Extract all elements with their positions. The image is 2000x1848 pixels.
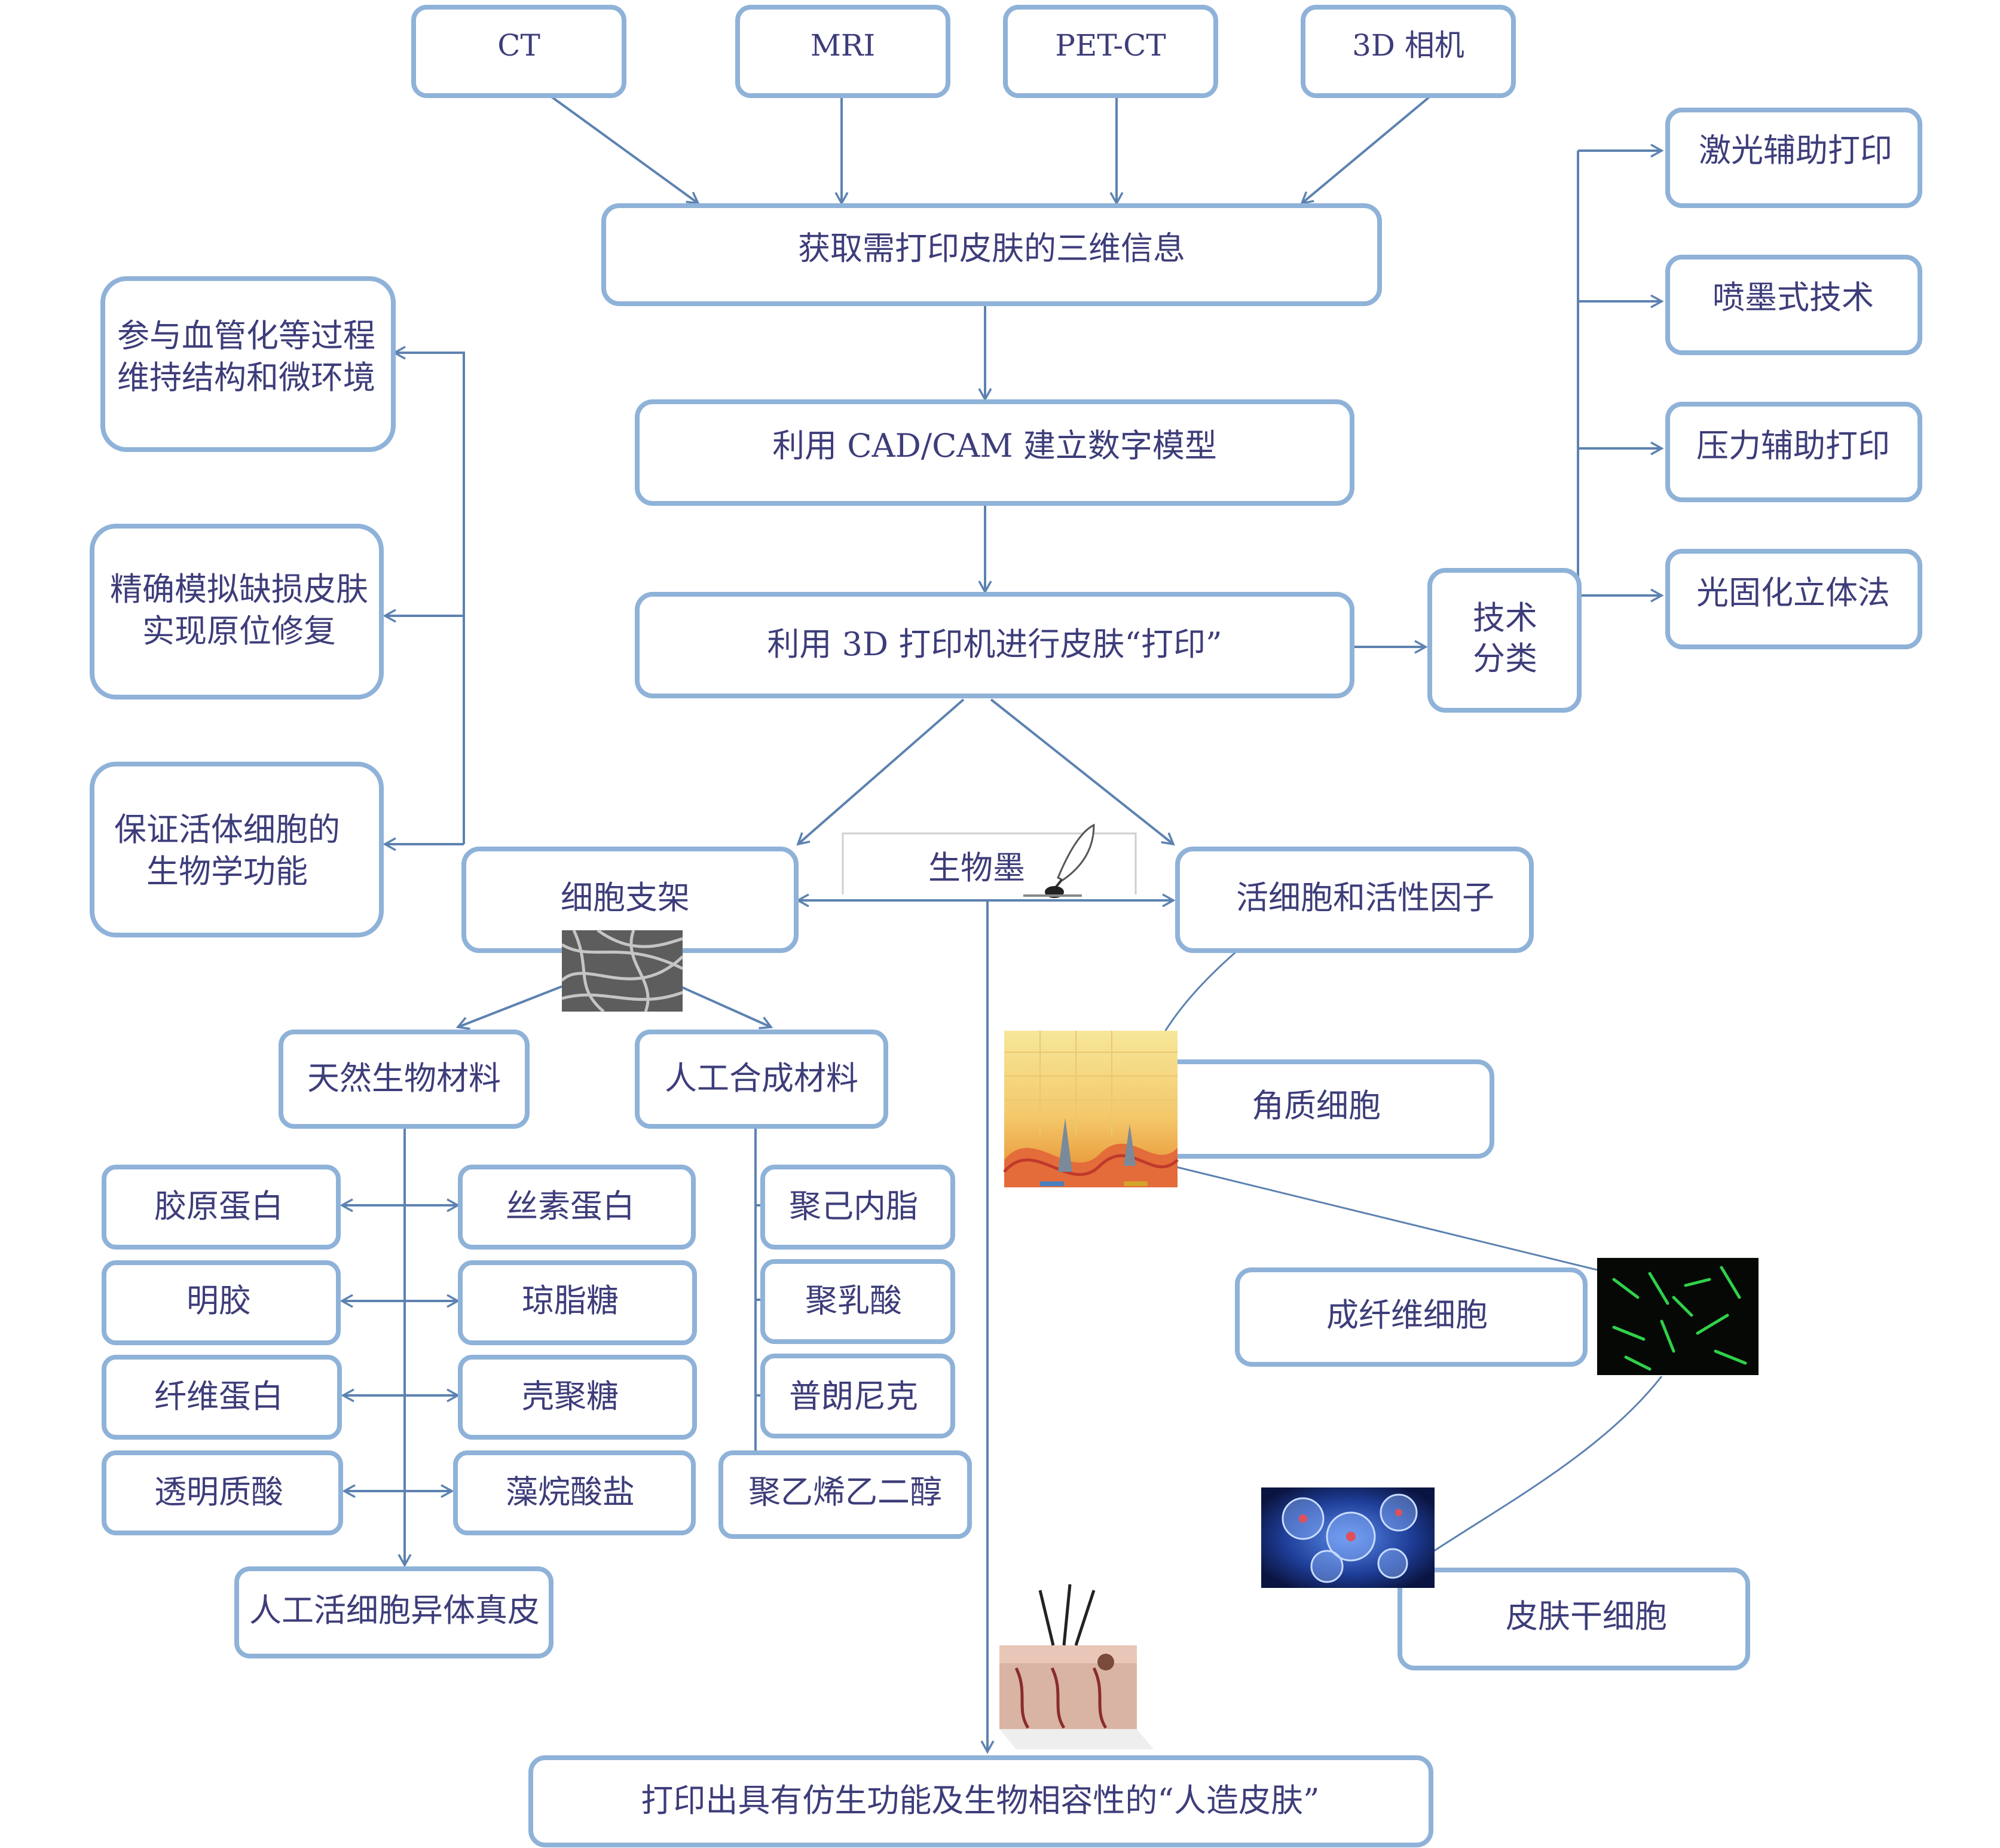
box-camera <box>1301 5 1516 98</box>
label-cells: 活细胞和活性因子 <box>1236 879 1494 917</box>
box-function-1 <box>100 276 396 452</box>
label-cad: 利用 CAD/CAM 建立数字模型 <box>772 427 1217 465</box>
label-camera: 3D 相机 <box>1352 28 1464 63</box>
label-natural-left-2: 明胶 <box>186 1282 251 1319</box>
box-acquire <box>601 203 1382 306</box>
box-natural-left-1 <box>102 1165 341 1250</box>
box-mri <box>735 5 950 98</box>
label-function-1b: 维持结构和微环境 <box>117 359 375 396</box>
label-tech-item-1: 激光辅助打印 <box>1699 132 1892 169</box>
label-scaffold: 细胞支架 <box>561 879 690 917</box>
box-stem-cell <box>1397 1568 1750 1670</box>
box-tech <box>1427 568 1582 713</box>
arrow-ct <box>549 94 700 205</box>
box-tech-1 <box>1665 108 1922 208</box>
box-natural-right-1 <box>458 1165 696 1250</box>
label-natural: 天然生物材料 <box>307 1059 501 1097</box>
fibroblast-fluorescence-image <box>1597 1258 1759 1375</box>
label-natural-right-2: 琼脂糖 <box>522 1282 619 1319</box>
label-natural-left-3: 纤维蛋白 <box>154 1377 283 1415</box>
label-final: 打印出具有仿生功能及生物相容性的“人造皮肤” <box>641 1782 1319 1819</box>
skin-layers-image <box>1003 1031 1179 1187</box>
label-synthetic-1: 聚己内脂 <box>789 1187 918 1225</box>
box-dermis <box>234 1566 553 1658</box>
label-synthetic-2: 聚乳酸 <box>805 1282 902 1319</box>
bioink-frame <box>842 832 1137 894</box>
arrow-scaffold-natural <box>455 985 562 1030</box>
box-print <box>635 592 1354 698</box>
label-mri: MRI <box>811 28 876 63</box>
box-function-2 <box>90 524 384 700</box>
arrow-print-cells <box>990 698 1175 846</box>
label-natural-left-1: 胶原蛋白 <box>154 1187 283 1225</box>
box-tech-4 <box>1665 549 1922 649</box>
box-petct <box>1003 5 1218 98</box>
label-synthetic-3: 普朗尼克 <box>789 1377 918 1415</box>
label-ct: CT <box>497 28 540 63</box>
box-synthetic-4 <box>718 1450 972 1539</box>
box-final <box>528 1755 1433 1847</box>
arrow-camera <box>1300 94 1432 205</box>
label-tech-item-3: 压力辅助打印 <box>1696 427 1890 465</box>
box-natural-left-4 <box>102 1450 343 1535</box>
label-fibroblast: 成纤维细胞 <box>1326 1296 1488 1334</box>
box-cad <box>635 399 1354 506</box>
arrow-scaffold-synthetic <box>680 985 773 1030</box>
box-tech-3 <box>1665 402 1922 502</box>
label-function-3b: 生物学功能 <box>146 853 308 890</box>
label-natural-left-4: 透明质酸 <box>154 1473 283 1511</box>
box-natural <box>279 1030 530 1129</box>
quill-pen-icon <box>1023 823 1095 898</box>
link-fibroblast-stem <box>1424 1376 1663 1558</box>
skin-model-image <box>999 1584 1154 1749</box>
labels: CT MRI PET-CT 3D 相机 获取需打印皮肤的三维信息 利用 CAD/… <box>110 28 1892 1819</box>
label-acquire: 获取需打印皮肤的三维信息 <box>798 230 1185 267</box>
label-natural-right-1: 丝素蛋白 <box>506 1187 635 1225</box>
label-function-2b: 实现原位修复 <box>142 612 336 650</box>
label-synthetic-4: 聚乙烯乙二醇 <box>748 1473 942 1511</box>
label-function-3a: 保证活体细胞的 <box>114 811 340 848</box>
label-print: 利用 3D 打印机进行皮肤“打印” <box>767 625 1222 663</box>
box-synthetic-1 <box>760 1165 955 1250</box>
box-cells <box>1175 847 1534 953</box>
boxes <box>90 5 1922 1847</box>
box-natural-left-2 <box>102 1260 341 1345</box>
box-tech-2 <box>1665 255 1922 355</box>
label-tech-item-4: 光固化立体法 <box>1696 574 1890 612</box>
arrow-print-scaffold <box>796 698 965 846</box>
label-stem-cell: 皮肤干细胞 <box>1506 1597 1667 1635</box>
label-function-1a: 参与血管化等过程 <box>117 317 375 355</box>
box-natural-right-2 <box>458 1260 697 1345</box>
label-natural-right-3: 壳聚糖 <box>522 1377 619 1415</box>
box-fibroblast <box>1235 1267 1588 1367</box>
label-keratinocyte: 角质细胞 <box>1252 1087 1381 1125</box>
link-keratinocyte-fibroblast <box>1171 1165 1598 1271</box>
box-function-3 <box>90 762 384 937</box>
box-synthetic-2 <box>760 1259 955 1344</box>
box-natural-left-3 <box>102 1355 342 1440</box>
box-synthetic-3 <box>760 1354 955 1438</box>
label-tech-line2: 分类 <box>1473 640 1537 677</box>
label-synthetic: 人工合成材料 <box>665 1059 858 1097</box>
box-ct <box>411 5 626 98</box>
label-tech-line1: 技术 <box>1473 599 1537 637</box>
label-dermis: 人工活细胞异体真皮 <box>249 1592 540 1629</box>
box-synthetic <box>635 1030 888 1129</box>
label-petct: PET-CT <box>1055 28 1166 63</box>
label-bioink: 生物墨 <box>928 849 1025 887</box>
function-bracket <box>392 346 465 844</box>
label-tech-item-2: 喷墨式技术 <box>1712 279 1874 316</box>
stem-cell-image <box>1261 1487 1435 1588</box>
label-natural-right-4: 藻烷酸盐 <box>506 1473 635 1511</box>
box-natural-right-3 <box>458 1355 697 1440</box>
scaffold-micrograph-image <box>561 928 684 1013</box>
label-function-2a: 精确模拟缺损皮肤 <box>110 570 368 608</box>
box-natural-right-4 <box>453 1450 696 1535</box>
